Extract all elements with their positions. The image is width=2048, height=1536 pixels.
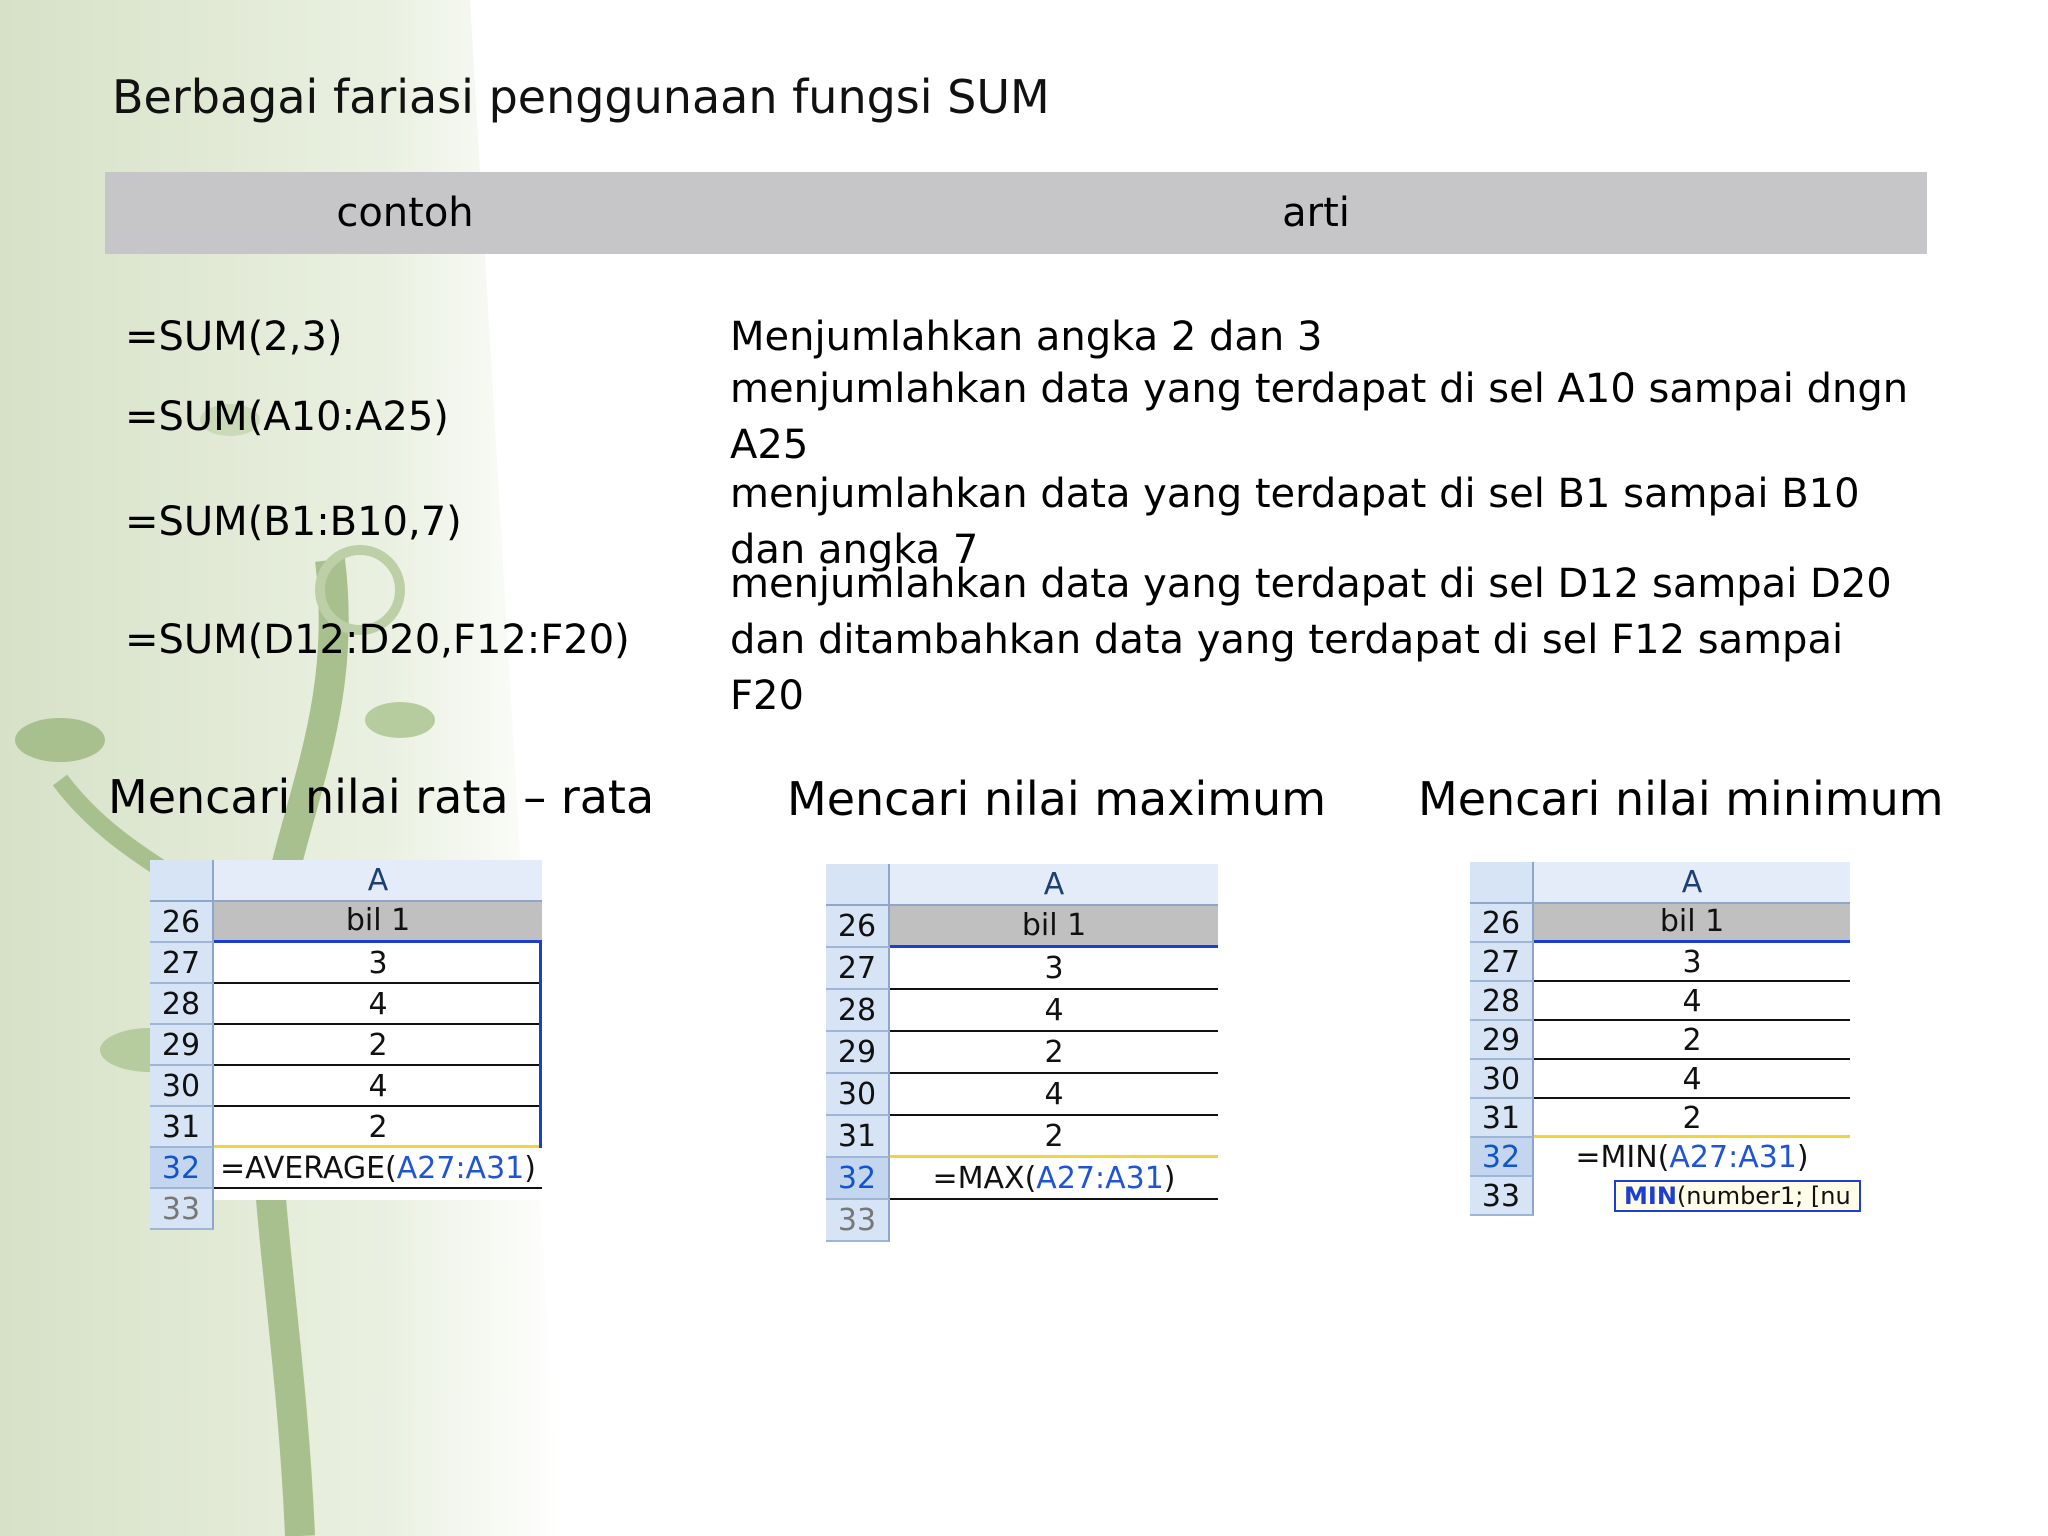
formula-cell[interactable]: =MAX(A27:A31) — [890, 1158, 1218, 1200]
row-header[interactable]: 31 — [1470, 1099, 1534, 1138]
sum-variations-table: contoh arti =SUM(2,3) Menjumlahkan angka… — [105, 172, 1927, 719]
formula-prefix: =MAX( — [932, 1161, 1037, 1196]
meaning-text: Menjumlahkan angka 2 dan 3 — [730, 314, 1323, 360]
row-header[interactable]: 26 — [150, 902, 214, 943]
row-header[interactable]: 27 — [1470, 943, 1534, 982]
row-header[interactable]: 30 — [1470, 1060, 1534, 1099]
section-title-average: Mencari nilai rata – rata — [108, 770, 655, 824]
header-arti: arti — [1282, 190, 1350, 236]
cell-value[interactable]: 4 — [1534, 1060, 1850, 1099]
cell-value[interactable]: 4 — [1534, 982, 1850, 1021]
row-header[interactable]: 31 — [150, 1107, 214, 1148]
spreadsheet-min: A 26 bil 1 27 3 28 4 29 2 30 4 31 2 32 =… — [1470, 862, 1861, 1224]
formula-prefix: =AVERAGE( — [220, 1151, 397, 1186]
tooltip-arguments: (number1; [nu — [1676, 1182, 1851, 1210]
formula-suffix: ) — [1796, 1140, 1809, 1175]
formula-cell[interactable]: =MIN(A27:A31) — [1534, 1138, 1850, 1177]
row-header[interactable]: 29 — [1470, 1021, 1534, 1060]
row-header-active[interactable]: 32 — [826, 1158, 890, 1200]
column-header-a[interactable]: A — [214, 860, 542, 902]
table-row: =SUM(D12:D20,F12:F20) menjumlahkan data … — [105, 561, 1927, 719]
cell-value[interactable]: 4 — [890, 1074, 1218, 1116]
table-row: =SUM(2,3) Menjumlahkan angka 2 dan 3 — [105, 302, 1927, 372]
cell-value[interactable]: 2 — [890, 1032, 1218, 1074]
tooltip-function-name: MIN — [1624, 1182, 1677, 1210]
cell-value[interactable]: 3 — [214, 943, 542, 984]
cell-value[interactable]: 4 — [214, 1066, 542, 1107]
formula-range: A27:A31 — [1036, 1161, 1164, 1196]
row-header[interactable]: 26 — [1470, 904, 1534, 943]
cell-value[interactable]: 3 — [890, 948, 1218, 990]
select-all-corner[interactable] — [1470, 862, 1534, 904]
section-title-max: Mencari nilai maximum — [787, 772, 1327, 826]
cell-header-bil1[interactable]: bil 1 — [214, 902, 542, 943]
row-header[interactable]: 28 — [1470, 982, 1534, 1021]
formula-cell[interactable]: =AVERAGE(A27:A31) — [214, 1148, 542, 1189]
cell-value[interactable]: 2 — [890, 1116, 1218, 1158]
cell-value[interactable]: 2 — [214, 1025, 542, 1066]
table-header-row: contoh arti — [105, 172, 1927, 254]
table-row: =SUM(A10:A25) menjumlahkan data yang ter… — [105, 366, 1927, 468]
row-header[interactable]: 30 — [826, 1074, 890, 1116]
table-row: =SUM(B1:B10,7) menjumlahkan data yang te… — [105, 462, 1927, 582]
row-header[interactable]: 28 — [150, 984, 214, 1025]
formula-range: A27:A31 — [1669, 1140, 1797, 1175]
cell-value[interactable]: 3 — [1534, 943, 1850, 982]
cell-value[interactable]: 4 — [890, 990, 1218, 1032]
column-header-a[interactable]: A — [890, 864, 1218, 906]
meaning-text: menjumlahkan data yang terdapat di sel B… — [730, 471, 1860, 573]
cell-value[interactable]: 2 — [1534, 1099, 1850, 1138]
cell-header-bil1[interactable]: bil 1 — [1534, 904, 1850, 943]
function-tooltip: MIN(number1; [nu — [1614, 1180, 1861, 1212]
slide-title: Berbagai fariasi penggunaan fungsi SUM — [112, 70, 1050, 124]
section-title-min: Mencari nilai minimum — [1418, 772, 1944, 826]
row-header[interactable]: 29 — [150, 1025, 214, 1066]
select-all-corner[interactable] — [826, 864, 890, 906]
formula-range: A27:A31 — [396, 1151, 525, 1186]
spreadsheet-max: A 26 bil 1 27 3 28 4 29 2 30 4 31 2 32 =… — [826, 864, 1218, 1242]
example-formula: =SUM(2,3) — [125, 314, 343, 360]
cell-value[interactable]: 2 — [214, 1107, 542, 1148]
column-header-a[interactable]: A — [1534, 862, 1850, 904]
cell-value[interactable]: 2 — [1534, 1021, 1850, 1060]
header-contoh: contoh — [336, 190, 474, 236]
row-header[interactable]: 29 — [826, 1032, 890, 1074]
cell-header-bil1[interactable]: bil 1 — [890, 906, 1218, 948]
row-header[interactable]: 33 — [826, 1200, 890, 1242]
meaning-text: menjumlahkan data yang terdapat di sel A… — [730, 366, 1909, 468]
row-header[interactable]: 33 — [1470, 1177, 1534, 1216]
spreadsheet-average: A 26 bil 1 27 3 28 4 29 2 30 4 31 2 32 =… — [150, 860, 542, 1230]
formula-suffix: ) — [524, 1151, 536, 1186]
row-header[interactable]: 30 — [150, 1066, 214, 1107]
row-header[interactable]: 31 — [826, 1116, 890, 1158]
row-header[interactable]: 28 — [826, 990, 890, 1032]
example-formula: =SUM(A10:A25) — [125, 394, 449, 440]
example-formula: =SUM(D12:D20,F12:F20) — [125, 617, 630, 663]
row-header-active[interactable]: 32 — [1470, 1138, 1534, 1177]
example-formula: =SUM(B1:B10,7) — [125, 499, 462, 545]
cell-value[interactable]: 4 — [214, 984, 542, 1025]
meaning-text: menjumlahkan data yang terdapat di sel D… — [730, 561, 1892, 719]
row-header-active[interactable]: 32 — [150, 1148, 214, 1189]
row-header[interactable]: 27 — [150, 943, 214, 984]
formula-prefix: =MIN( — [1575, 1140, 1670, 1175]
row-header[interactable]: 27 — [826, 948, 890, 990]
formula-suffix: ) — [1163, 1161, 1176, 1196]
row-header[interactable]: 33 — [150, 1189, 214, 1230]
select-all-corner[interactable] — [150, 860, 214, 902]
row-header[interactable]: 26 — [826, 906, 890, 948]
